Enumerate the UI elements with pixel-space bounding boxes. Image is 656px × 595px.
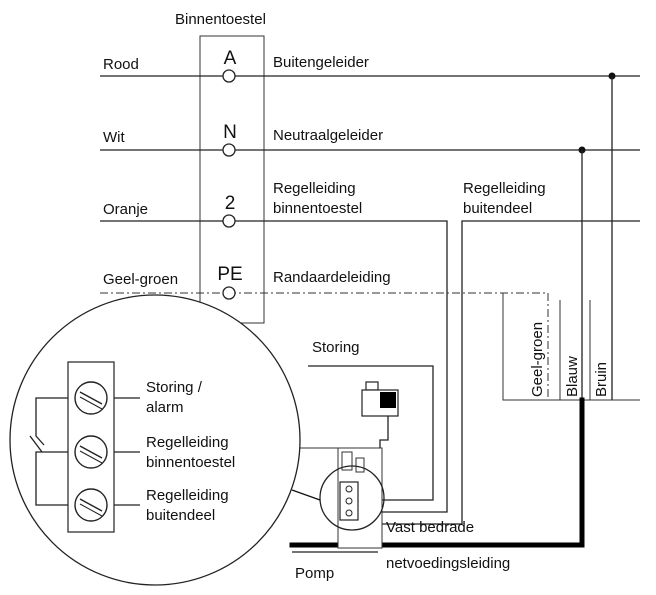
wire-color-label: Rood — [103, 56, 139, 73]
terminal-id: A — [224, 48, 237, 69]
terminal-block — [199, 35, 265, 324]
terminal-A — [222, 69, 236, 83]
terminal-description: binnentoestel — [273, 200, 362, 217]
outdoor-control-label: buitendeel — [463, 200, 532, 217]
screw-icon — [74, 381, 108, 415]
terminal-description: Buitengeleider — [273, 54, 369, 71]
terminal-description: Randaardeleiding — [273, 269, 391, 286]
screw-terminal — [345, 497, 353, 505]
wire-outdoor-control — [380, 220, 640, 525]
contact-wire — [35, 482, 68, 506]
wire-orange — [100, 220, 448, 513]
fault-relay — [361, 381, 399, 468]
contact-wire — [35, 451, 68, 482]
contact-switch — [29, 435, 43, 453]
outdoor-control-label: Regelleiding — [463, 180, 546, 197]
screw-icon — [74, 488, 108, 522]
relay-contact — [341, 451, 353, 471]
indoor-unit-title: Binnentoestel — [175, 11, 266, 28]
detail-label: Regelleiding — [146, 487, 229, 504]
fault-label: Storing — [312, 339, 360, 356]
detail-label: binnentoestel — [146, 454, 235, 471]
terminal-id: N — [223, 122, 237, 143]
vertical-wire-label: Geel-groen — [529, 322, 546, 397]
wire-color-label: Geel-groen — [103, 271, 178, 288]
contact-wire — [35, 397, 68, 446]
detail-label: Storing / — [146, 379, 203, 396]
terminal-id: PE — [217, 264, 242, 285]
wire-color-label: Wit — [103, 129, 125, 146]
terminal-description: Regelleiding — [273, 180, 356, 197]
cable-sheath — [502, 293, 640, 401]
junction-box-circle — [319, 465, 385, 531]
detail-arrow-shaft — [291, 489, 321, 501]
wire-color-label: Oranje — [103, 201, 148, 218]
vertical-wire-label: Blauw — [564, 356, 581, 397]
wire-fault — [308, 365, 434, 501]
screw-terminal — [345, 485, 353, 493]
terminal-id: 2 — [225, 193, 236, 214]
terminal-PE — [222, 286, 236, 300]
mains-cable — [289, 397, 585, 548]
detail-label: buitendeel — [146, 507, 215, 524]
terminal-description: Neutraalgeleider — [273, 127, 383, 144]
screw-terminal — [345, 509, 353, 517]
terminal-N — [222, 143, 236, 157]
fixed-wiring-label: Vast bedrade — [386, 519, 474, 536]
detail-label: Regelleiding — [146, 434, 229, 451]
pump-label: Pomp — [295, 565, 334, 582]
relay-contact — [355, 457, 365, 473]
screw-icon — [74, 435, 108, 469]
vertical-wire-label: Bruin — [593, 362, 610, 397]
mains-cable-label: netvoedingsleiding — [386, 555, 510, 572]
terminal-2 — [222, 214, 236, 228]
detail-label: alarm — [146, 399, 184, 416]
